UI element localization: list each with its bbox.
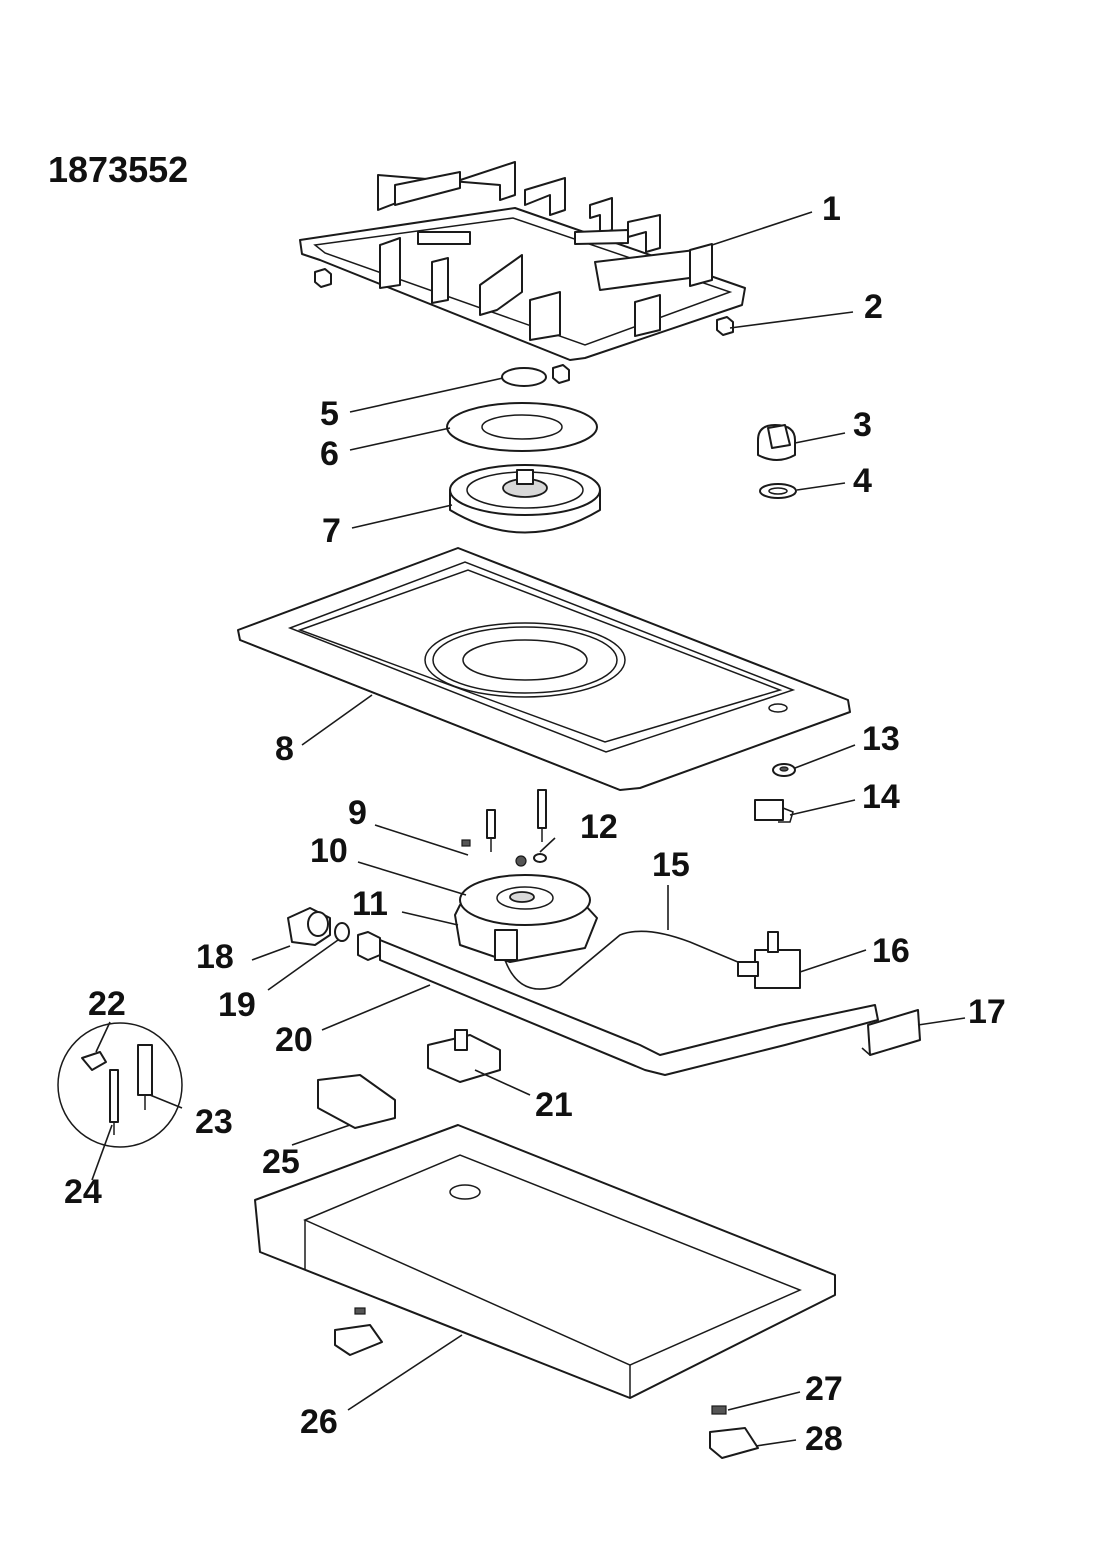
callout-20: 20: [275, 1021, 313, 1059]
callout-8: 8: [275, 730, 294, 768]
casing-clip: [334, 1307, 383, 1356]
thermocouple-lead: [504, 930, 746, 990]
detail-inset: [57, 1022, 183, 1148]
callout-25: 25: [262, 1143, 300, 1181]
callout-13: 13: [862, 720, 900, 758]
callout-19: 19: [218, 986, 256, 1024]
callout-16: 16: [872, 932, 910, 970]
spark-generator: [427, 1029, 501, 1083]
callout-12: 12: [580, 808, 618, 846]
callout-18: 18: [196, 938, 234, 976]
burner-cap: [501, 367, 547, 387]
leader-lines: [91, 211, 966, 1447]
hob-top-plate: [237, 547, 851, 791]
callout-23: 23: [195, 1103, 233, 1141]
callout-15: 15: [652, 846, 690, 884]
inlet-elbow: [287, 907, 331, 946]
flame-spreader: [446, 402, 598, 452]
diagram-number: 1873552: [48, 149, 188, 190]
fixing-clip: [709, 1427, 759, 1459]
callout-14: 14: [862, 778, 900, 816]
callout-4: 4: [853, 462, 872, 500]
gas-pipe: [357, 931, 879, 1076]
callout-3: 3: [853, 406, 872, 444]
clip-insert: [711, 1405, 727, 1415]
callout-28: 28: [805, 1420, 843, 1458]
callout-1: 1: [822, 190, 841, 228]
callout-26: 26: [300, 1403, 338, 1441]
rubber-foot: [314, 268, 734, 384]
burner-head: [449, 464, 601, 534]
callout-27: 27: [805, 1370, 843, 1408]
bottom-casing: [254, 1124, 836, 1399]
control-knob: [757, 424, 796, 461]
pipe-bracket: [861, 1009, 921, 1056]
callout-7: 7: [322, 512, 341, 550]
burner-base: [454, 874, 598, 963]
knob-ring: [759, 483, 797, 499]
callout-5: 5: [320, 395, 339, 433]
callout-22: 22: [88, 985, 126, 1023]
battery-box: [317, 1074, 396, 1129]
callout-11: 11: [352, 885, 388, 923]
callout-21: 21: [535, 1086, 573, 1124]
gas-tap: [737, 931, 801, 989]
pan-support: [299, 161, 746, 361]
callout-10: 10: [310, 832, 348, 870]
callout-6: 6: [320, 435, 339, 473]
seal-washer: [334, 922, 350, 942]
grommet: [772, 763, 796, 777]
callout-9: 9: [348, 794, 367, 832]
thermocouple-and-electrode: [461, 789, 547, 867]
callout-2: 2: [864, 288, 883, 326]
callout-labels: 1 2 3 4 5 6 7 8 9 10 11 12 13 14 15 16 1…: [64, 190, 1006, 1458]
callout-24: 24: [64, 1173, 102, 1211]
ignition-switch: [754, 799, 794, 823]
callout-17: 17: [968, 993, 1006, 1031]
